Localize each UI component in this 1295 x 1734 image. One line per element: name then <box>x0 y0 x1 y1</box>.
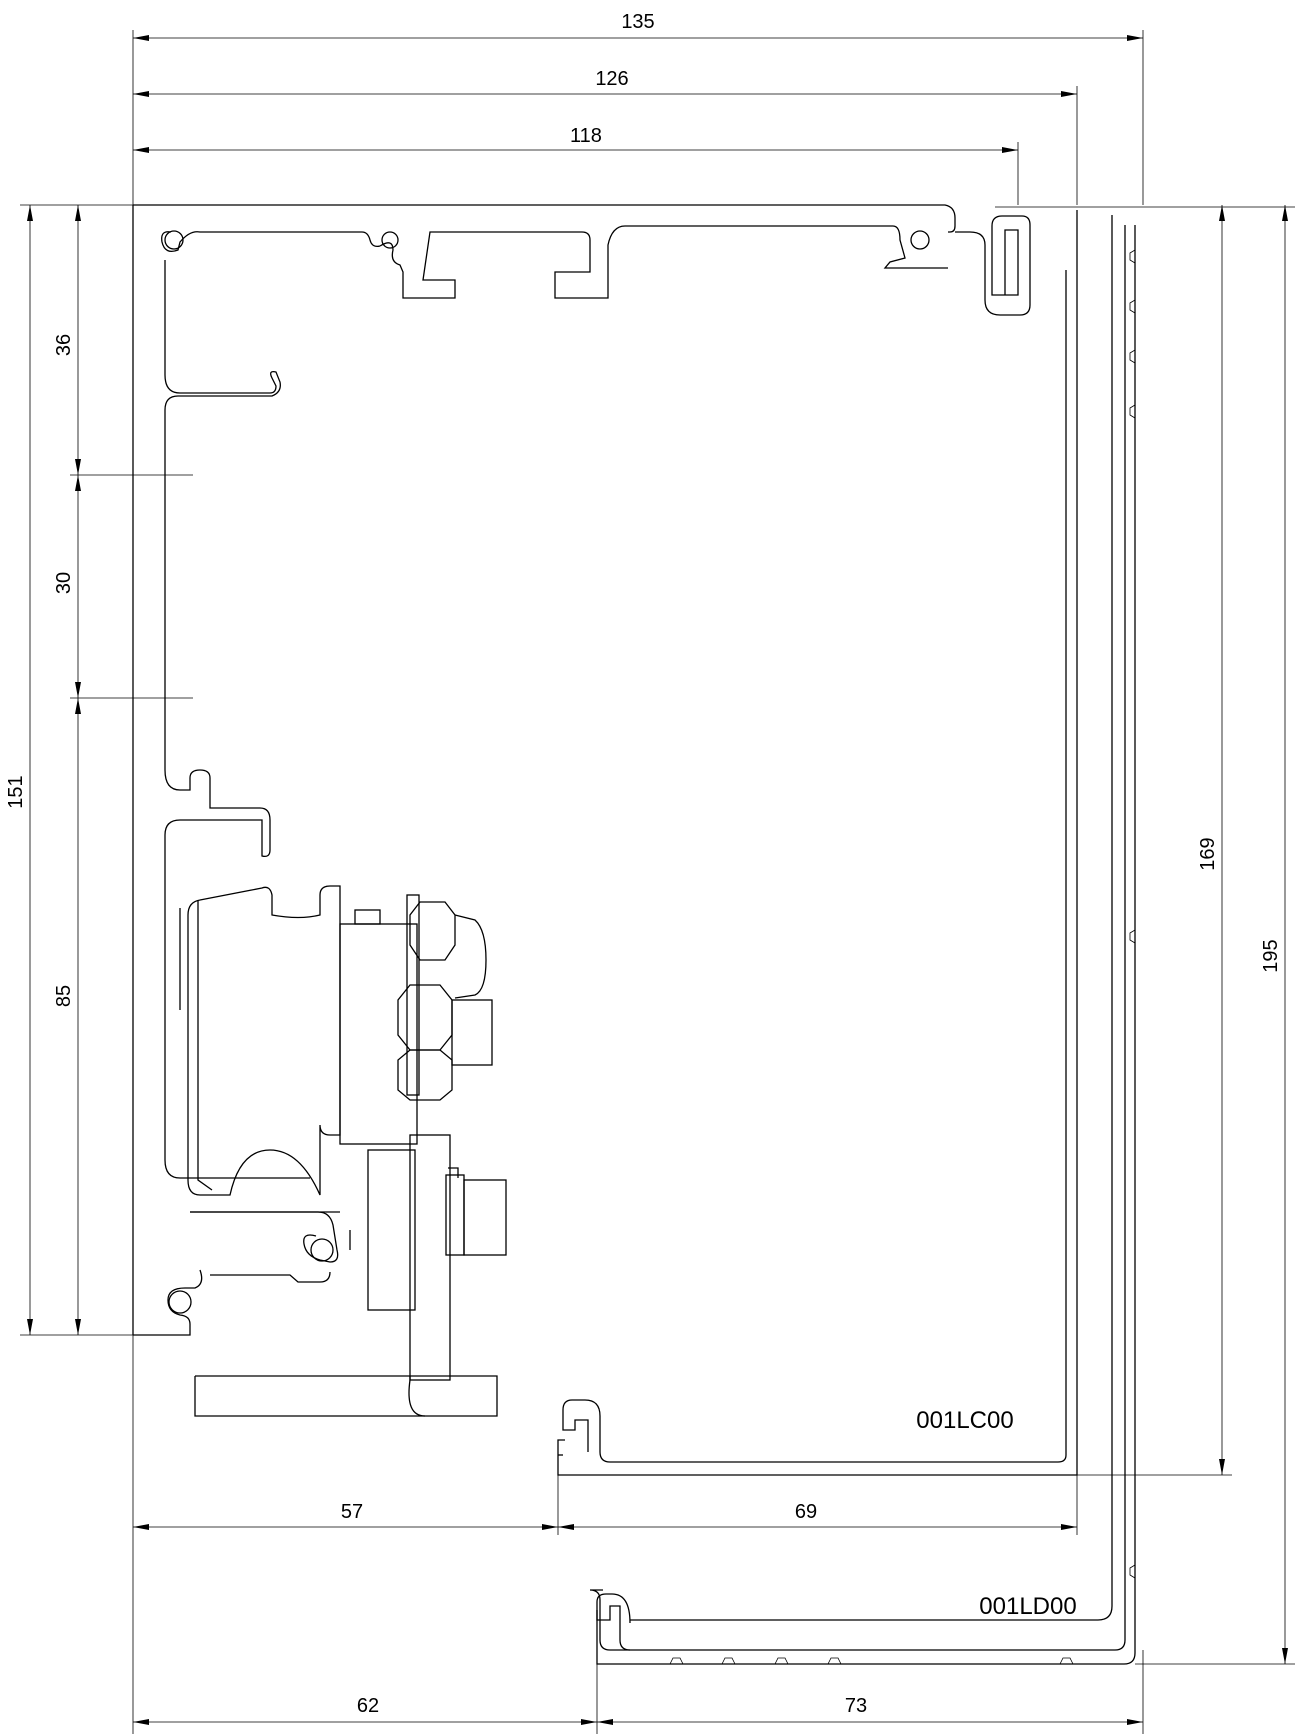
dim-36: 36 <box>53 205 81 475</box>
roller-mechanism <box>179 885 507 1417</box>
dim-36-label: 36 <box>53 334 75 356</box>
dim-69: 69 <box>558 1501 1077 1530</box>
profile-001lc00-label: 001LC00 <box>916 1407 1013 1434</box>
dim-85: 85 <box>53 698 81 1335</box>
dim-57-label: 57 <box>341 1501 363 1523</box>
dim-126: 126 <box>133 68 1077 97</box>
dim-118-label: 118 <box>570 125 602 147</box>
dim-69-label: 69 <box>795 1501 817 1523</box>
dim-195-label: 195 <box>1260 939 1282 972</box>
dim-169-label: 169 <box>1197 837 1219 870</box>
dim-151: 151 <box>5 205 33 1335</box>
dim-85-label: 85 <box>53 985 75 1007</box>
dim-57: 57 <box>133 1501 558 1530</box>
dim-62: 62 <box>133 1695 597 1725</box>
dim-195: 195 <box>1260 205 1288 1664</box>
dim-30: 30 <box>53 475 81 698</box>
dim-30-label: 30 <box>53 572 75 594</box>
dim-151-label: 151 <box>5 775 27 808</box>
dim-62-label: 62 <box>357 1695 379 1717</box>
profile-001ld00-label: 001LD00 <box>979 1593 1076 1620</box>
dim-135: 135 <box>133 11 1143 41</box>
dim-73-label: 73 <box>845 1695 867 1717</box>
dim-118: 118 <box>133 125 1018 153</box>
profile-001lc00: 001LC00 <box>132 204 1078 1476</box>
dim-73: 73 <box>597 1695 1143 1725</box>
dim-169: 169 <box>1197 205 1225 1475</box>
dim-126-label: 126 <box>595 68 628 90</box>
profile-001ld00: 001LD00 <box>589 215 1136 1665</box>
dim-135-label: 135 <box>621 11 654 33</box>
